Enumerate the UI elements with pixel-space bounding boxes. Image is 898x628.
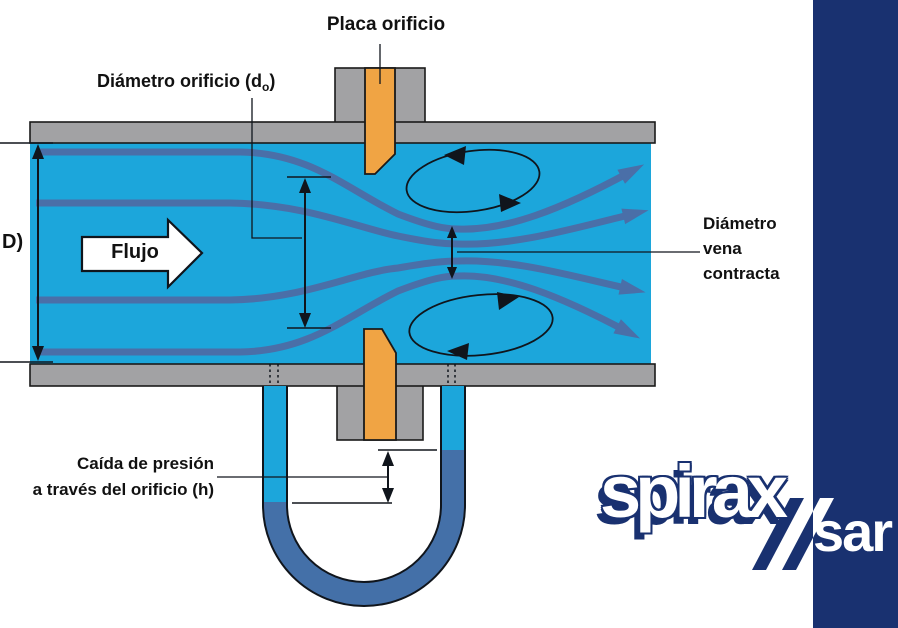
streamline-3 [36, 257, 646, 304]
dim-vena-head-down [447, 267, 457, 279]
label-pressure-drop: Caída de presión a través del orificio (… [32, 454, 214, 499]
orifice-plate-top-half [364, 67, 396, 175]
eddy-bottom-arrowhead-left [447, 343, 469, 360]
dim-do-head-up [299, 178, 311, 193]
orifice-plate [363, 67, 397, 441]
orifice-plate-bottom-half [363, 328, 397, 441]
eddy-top-arrowhead-right [499, 194, 521, 212]
pressure-taps [269, 364, 456, 386]
brand-logo-spirax: spirax [600, 450, 788, 533]
brand-sidebar [813, 0, 898, 628]
dim-arrow-pressure-drop [217, 449, 437, 504]
dim-vena-head-up [447, 226, 457, 238]
dim-arrow-pipe-diameter [0, 142, 53, 363]
dim-D-head-up [32, 144, 44, 159]
eddy-top-loop [405, 148, 541, 214]
dim-h-head-up [382, 451, 394, 466]
dim-arrow-vena-contracta [447, 226, 700, 279]
manometer-fluid-left-level [263, 502, 287, 508]
label-vena-contracta: Diámetro vena contracta [703, 214, 780, 283]
label-orifice-diameter-prefix: Diámetro orificio (d [97, 71, 263, 91]
eddy-bottom [408, 292, 554, 360]
manometer-tube-outline [262, 386, 466, 607]
orifice-diameter-connector [251, 98, 302, 239]
brand-slash-1 [752, 498, 804, 570]
pipe-wall-top [29, 121, 656, 144]
eddy-bottom-arrowhead-right [497, 292, 519, 310]
streamline-1 [36, 148, 645, 233]
dim-D-head-down [32, 346, 44, 361]
manometer-fluid-bend [263, 505, 465, 606]
manometer [262, 386, 466, 607]
label-orifice-diameter-suffix: ) [269, 71, 276, 91]
brand-slashes [752, 498, 834, 570]
flow-streamlines [36, 148, 649, 356]
eddy-bottom-loop [408, 293, 554, 357]
manometer-fluid-right-level [441, 450, 465, 508]
eddy-top-arrowhead-left [444, 146, 466, 165]
flow-arrow [80, 217, 204, 290]
pipe-wall-bottom [29, 363, 656, 387]
brand-slash-2-on-bar [813, 498, 834, 538]
brand-logo-sarco-partial: sar [813, 500, 893, 563]
manometer-tube-water [263, 386, 465, 606]
eddy-top [405, 146, 541, 214]
streamline-4 [36, 272, 641, 356]
dim-do-head-down [299, 313, 311, 328]
dim-arrow-orifice-diameter [251, 98, 331, 329]
streamline-2 [36, 199, 649, 248]
dim-h-head-down [382, 488, 394, 503]
label-pipe-diameter: D) [2, 231, 24, 253]
label-orifice-plate: Placa orificio [326, 14, 446, 35]
brand-slash-2 [782, 511, 813, 570]
label-orifice-diameter: Diámetro orificio (do) [97, 71, 275, 94]
label-orifice-diameter-subscript: o [262, 80, 270, 94]
label-flow: Flujo [111, 241, 159, 263]
